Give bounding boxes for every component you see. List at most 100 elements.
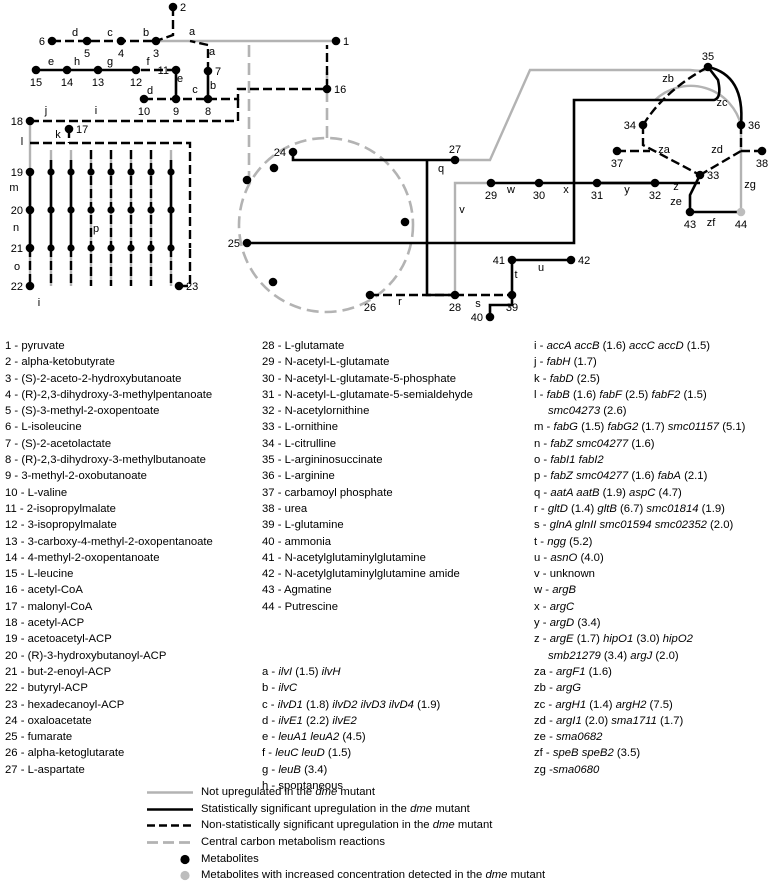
metabolite-node-16 (322, 84, 332, 94)
metabolite-node-35 (703, 62, 713, 72)
cycle-metabolites (242, 163, 410, 287)
metabolite-entry: 12 - 3-isopropylmalate (5, 519, 117, 532)
reaction-label-p: p (93, 223, 99, 235)
reaction-label-c: c (107, 27, 113, 39)
metabolite-label-34: 34 (624, 120, 636, 132)
metabolite-entry: 19 - acetoacetyl-ACP (5, 633, 112, 646)
reaction-entry: smb21279 (3.4) argJ (2.0) (548, 649, 679, 662)
legend-text: Metabolites (201, 852, 259, 865)
metabolite-label-35: 35 (702, 51, 714, 63)
metabolite-entry: 3 - (S)-2-aceto-2-hydroxybutanoate (5, 372, 182, 385)
metabolite-node-44 (736, 207, 746, 217)
reaction-label-n: n (13, 222, 19, 234)
reaction-entry: za - argF1 (1.6) (534, 665, 612, 678)
reaction-label-u: u (538, 262, 544, 274)
fatty-acid-intermediate (87, 244, 95, 252)
reaction-label-r: r (398, 296, 402, 308)
metabolite-node-19 (25, 167, 35, 177)
metabolite-label-44: 44 (735, 219, 747, 231)
reaction-entry: c - ilvD1 (1.8) ilvD2 ilvD3 ilvD4 (1.9) (262, 698, 441, 711)
metabolite-entry: 16 - acetyl-CoA (5, 584, 83, 597)
legend-swatch-graydashed (147, 841, 193, 844)
metabolite-entry: 22 - butyryl-ACP (5, 682, 88, 695)
fatty-acid-intermediate (147, 244, 155, 252)
metabolite-label-41: 41 (493, 255, 505, 267)
metabolite-label-24: 24 (274, 147, 286, 159)
metabolite-label-31: 31 (591, 190, 603, 202)
metabolite-node-34 (638, 120, 648, 130)
metabolite-node-17 (64, 124, 74, 134)
reaction-entry: x - argC (534, 600, 575, 613)
metabolite-label-43: 43 (684, 219, 696, 231)
metabolite-node-40 (485, 312, 495, 322)
fatty-acid-intermediate (107, 206, 115, 214)
metabolite-entry: 30 - N-acetyl-L-glutamate-5-phosphate (262, 372, 457, 385)
reaction-entry: f - leuC leuD (1.5) (262, 747, 352, 760)
metabolite-node-2 (168, 2, 178, 12)
fatty-acid-intermediate (107, 244, 115, 252)
reaction-label-b: b (210, 80, 216, 92)
metabolite-label-38: 38 (756, 158, 768, 170)
reaction-entry: l - fabB (1.6) fabF (2.5) fabF2 (1.5) (534, 388, 707, 401)
reaction-label-h: h (74, 56, 80, 68)
fatty-acid-intermediate (107, 168, 115, 176)
legend-item-solid: Statistically significant upregulation i… (145, 801, 765, 818)
fatty-acid-intermediate (67, 206, 75, 214)
metabolite-node-15 (31, 65, 41, 75)
metabolite-entry: 7 - (S)-2-acetolactate (5, 437, 112, 450)
reaction-label-i: i (38, 297, 40, 309)
metabolite-entry: 34 - L-citrulline (262, 437, 337, 450)
cycle-metabolite (400, 217, 410, 227)
metabolite-label-3: 3 (153, 48, 159, 60)
metabolite-entry: 29 - N-acetyl-L-glutamate (262, 356, 390, 369)
reaction-label-a: a (189, 26, 196, 38)
metabolite-entry: 11 - 2-isopropylmalate (5, 502, 116, 515)
metabolite-entry: 20 - (R)-3-hydroxybutanoyl-ACP (5, 649, 167, 662)
metabolite-label-9: 9 (173, 106, 179, 118)
metabolite-entry: 9 - 3-methyl-2-oxobutanoate (5, 470, 147, 483)
metabolite-node-25 (242, 238, 252, 248)
legend-item-graydashed: Central carbon metabolism reactions (145, 834, 765, 851)
reaction-label-o: o (14, 261, 20, 273)
legend-swatch-dashed (147, 824, 193, 828)
metabolite-node-4 (116, 36, 126, 46)
metabolite-label-42: 42 (578, 255, 590, 267)
metabolite-entry: 39 - L-glutamine (262, 519, 344, 532)
metabolite-entry: 21 - but-2-enoyl-ACP (5, 665, 112, 678)
reaction-label-w: w (506, 184, 515, 196)
metabolite-node-36 (736, 120, 746, 130)
metabolite-label-25: 25 (228, 238, 240, 250)
metabolite-node-31 (592, 178, 602, 188)
metabolite-entry: 37 - carbamoyl phosphate (262, 486, 393, 499)
reaction-label-e: e (48, 56, 54, 68)
metabolite-node-38 (757, 146, 767, 156)
fatty-acid-intermediate (167, 206, 175, 214)
metabolite-label-21: 21 (11, 243, 23, 255)
metabolite-label-22: 22 (11, 281, 23, 293)
reaction-label-zf: zf (707, 217, 717, 229)
fatty-acid-intermediate (87, 168, 95, 176)
metabolite-node-23 (174, 281, 184, 291)
metabolite-entry: 41 - N-acetylglutaminylglutamine (262, 551, 426, 564)
non-significant-paths (28, 7, 762, 297)
legend-item-gray: Not upregulated in the dme mutant (145, 784, 765, 801)
metabolite-node-13 (93, 65, 103, 75)
metabolite-label-13: 13 (92, 77, 104, 89)
reaction-entry: a - ilvI (1.5) ilvH (262, 666, 341, 678)
reaction-label-e: e (177, 73, 183, 85)
metabolite-label-16: 16 (334, 84, 346, 96)
legend-text: Central carbon metabolism reactions (201, 836, 385, 849)
reaction-label-j: j (44, 105, 47, 117)
metabolite-entry: 33 - L-ornithine (262, 421, 338, 434)
reaction-label-zd: zd (711, 144, 723, 156)
reaction-list-iz: i - accA accB (1.6) accC accD (1.5)j - f… (534, 338, 745, 778)
fatty-acid-intermediate (167, 244, 175, 252)
metabolite-node-37 (612, 146, 622, 156)
metabolite-label-36: 36 (748, 120, 760, 132)
reaction-entry: r - gltD (1.4) gltB (6.7) smc01814 (1.9) (534, 502, 725, 515)
fatty-acid-intermediate (127, 206, 135, 214)
metabolite-node-11 (171, 65, 181, 75)
reaction-label-m: m (9, 182, 18, 194)
legend-item-dot: Metabolites (145, 851, 765, 868)
